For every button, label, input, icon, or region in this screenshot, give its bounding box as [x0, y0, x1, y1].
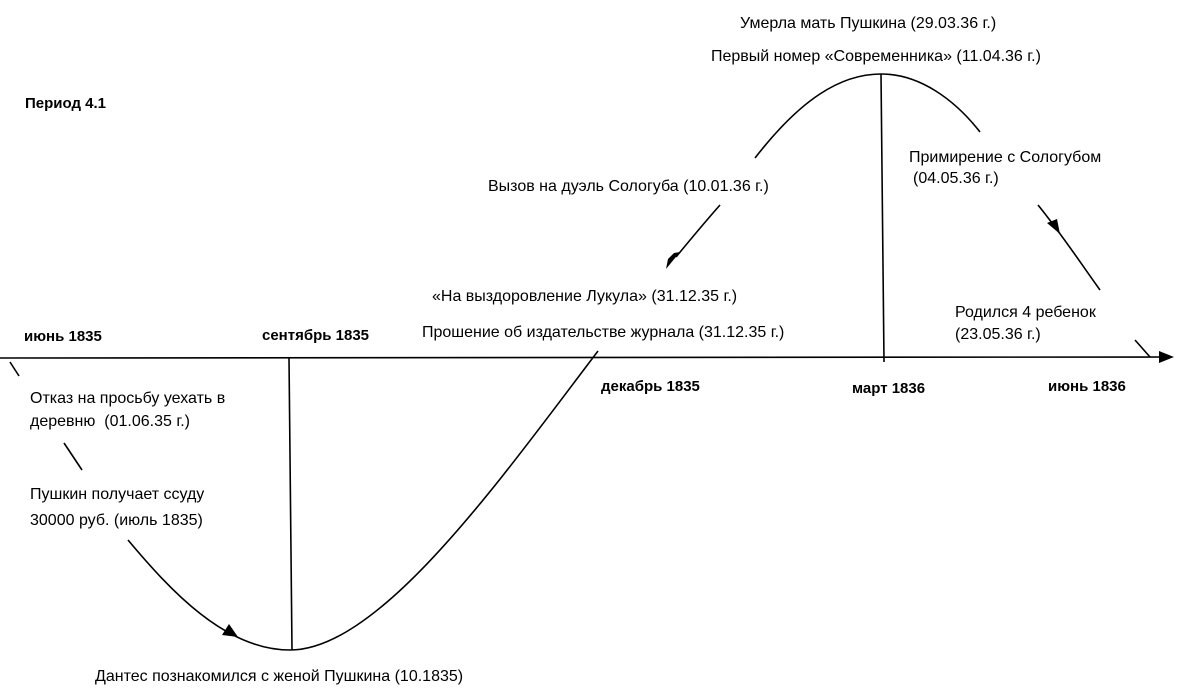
event-label-mother-death: Умерла мать Пушкина (29.03.36 г.)	[740, 15, 996, 32]
event-label-loan-amount: 30000 руб. (июль 1835)	[30, 512, 203, 529]
vertical-marker-minimum	[288, 357, 293, 651]
curve-segment-rise	[675, 204, 721, 258]
vertical-marker-maximum	[880, 73, 885, 363]
curve-segment-end	[1134, 339, 1151, 358]
event-label-loan: Пушкин получает ссуду	[30, 486, 204, 503]
axis-label-december-1835: декабрь 1835	[601, 378, 700, 395]
axis-arrow-head	[1159, 351, 1174, 363]
event-label-refusal: Отказ на просьбу уехать в	[30, 390, 225, 407]
event-label-fourth-child-date: (23.05.36 г.)	[955, 326, 1041, 343]
timeline-axis	[0, 356, 1164, 359]
curve-segment-fall	[1037, 204, 1101, 291]
axis-label-june-1835: июнь 1835	[24, 328, 102, 345]
axis-label-september-1835: сентябрь 1835	[262, 327, 369, 344]
curve-segment-start	[9, 361, 20, 377]
curve-arrow-head-trough	[222, 624, 238, 637]
event-label-duel-challenge: Вызов на дуэль Сологуба (10.01.36 г.)	[488, 178, 769, 195]
event-label-reconciliation-date: (04.05.36 г.)	[913, 170, 999, 187]
axis-label-june-1836: июнь 1836	[1048, 378, 1126, 395]
event-label-sovremennik-first-issue: Первый номер «Современника» (11.04.36 г.…	[711, 48, 1041, 65]
curve-arrow-head-fall	[1047, 219, 1060, 234]
event-label-journal-petition: Прошение об издательстве журнала (31.12.…	[422, 324, 784, 341]
curve-segment-trough	[127, 350, 599, 651]
period-title: Период 4.1	[25, 95, 106, 112]
curve-segment-peak	[754, 73, 981, 159]
event-label-dantes-meeting: Дантес познакомился с женой Пушкина (10.…	[95, 668, 463, 685]
event-label-fourth-child: Родился 4 ребенок	[955, 304, 1097, 321]
axis-label-march-1836: март 1836	[852, 380, 925, 397]
curve-segment-loan	[63, 442, 83, 471]
event-label-refusal-date: деревню (01.06.35 г.)	[30, 413, 190, 430]
curve-arrow-head-rise	[666, 252, 680, 269]
event-label-reconciliation: Примирение с Сологубом	[909, 149, 1101, 166]
event-label-lukull-poem: «На выздоровление Лукула» (31.12.35 г.)	[432, 288, 737, 305]
